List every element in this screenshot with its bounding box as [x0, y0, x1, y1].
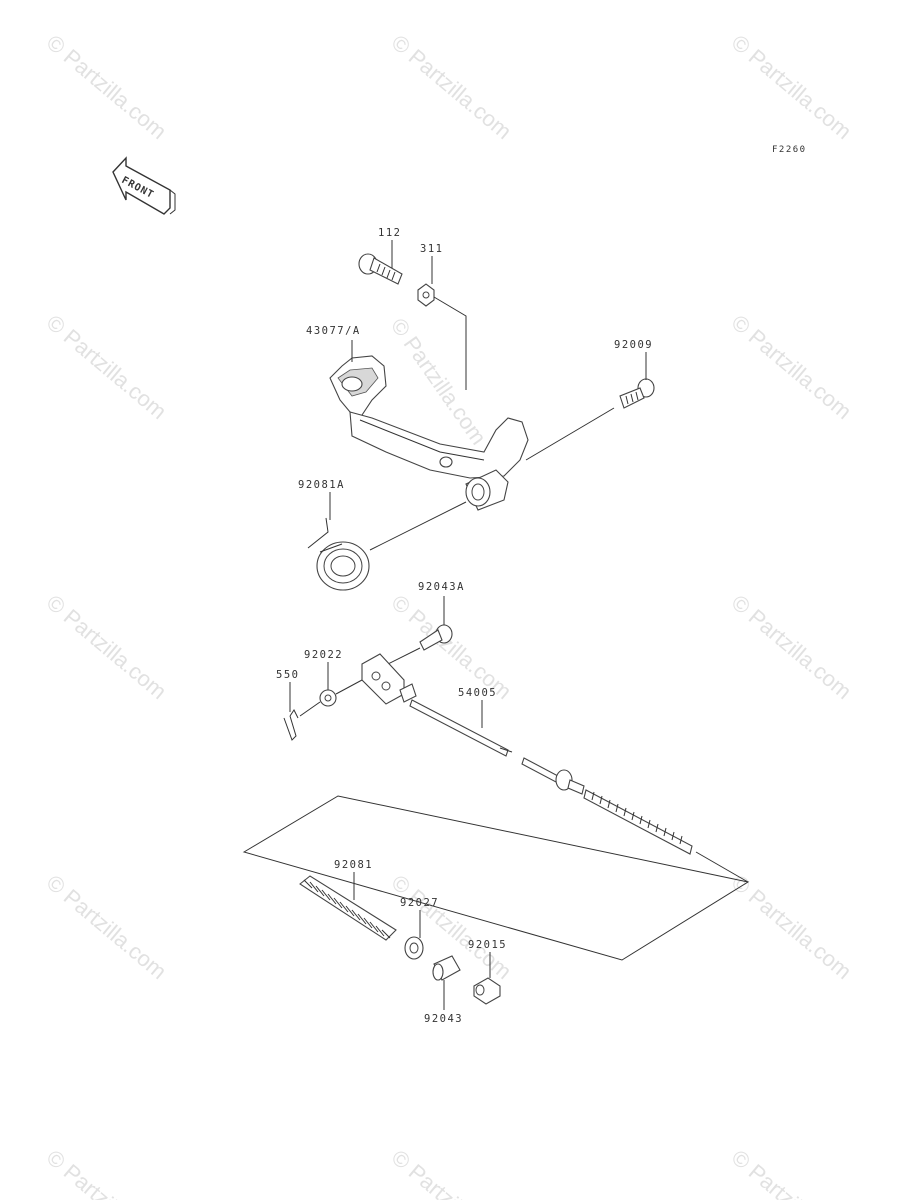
pin-92043 — [432, 955, 461, 1010]
nut-92015 — [473, 952, 501, 1005]
label-92043: 92043 — [424, 1013, 463, 1025]
label-43077: 43077/A — [306, 325, 361, 337]
watermark: © Partzilla.com — [42, 30, 172, 144]
brake-rod-54005 — [409, 699, 693, 855]
label-550: 550 — [276, 669, 299, 681]
watermark: © Partzilla.com — [42, 310, 172, 424]
label-92009: 92009 — [614, 339, 653, 351]
watermark: © Partzilla.com — [387, 1145, 517, 1200]
label-92043a: 92043A — [418, 581, 465, 593]
brake-pedal-43077 — [329, 340, 529, 511]
label-92015: 92015 — [468, 939, 507, 951]
label-112: 112 — [378, 227, 401, 239]
clevis-joint — [361, 653, 417, 705]
figure-code: F2260 — [772, 145, 807, 155]
label-92027: 92027 — [400, 897, 439, 909]
collar-92027 — [404, 910, 424, 960]
cotter-pin-550 — [283, 682, 321, 741]
label-54005: 54005 — [458, 687, 497, 699]
label-92022: 92022 — [304, 649, 343, 661]
label-92081a: 92081A — [298, 479, 345, 491]
torsion-spring-92081a — [307, 492, 467, 591]
label-311: 311 — [420, 243, 443, 255]
watermark: © Partzilla.com — [42, 870, 172, 984]
front-arrow-icon: FRONT — [112, 156, 176, 215]
watermark: © Partzilla.com — [727, 870, 857, 984]
washer-92022 — [319, 662, 363, 707]
detail-frame — [242, 795, 750, 961]
watermark: © Partzilla.com — [727, 30, 857, 144]
watermark: © Partzilla.com — [727, 310, 857, 424]
watermark: © Partzilla.com — [727, 1145, 857, 1200]
compression-spring-92081 — [299, 872, 397, 941]
label-92081: 92081 — [334, 859, 373, 871]
bolt-92009 — [525, 352, 655, 461]
watermark: © Partzilla.com — [42, 590, 172, 704]
watermark: © Partzilla.com — [42, 1145, 172, 1200]
bolt-112 — [358, 240, 403, 285]
watermark: © Partzilla.com — [387, 30, 517, 144]
nut-311 — [417, 256, 467, 390]
watermark: © Partzilla.com — [727, 590, 857, 704]
